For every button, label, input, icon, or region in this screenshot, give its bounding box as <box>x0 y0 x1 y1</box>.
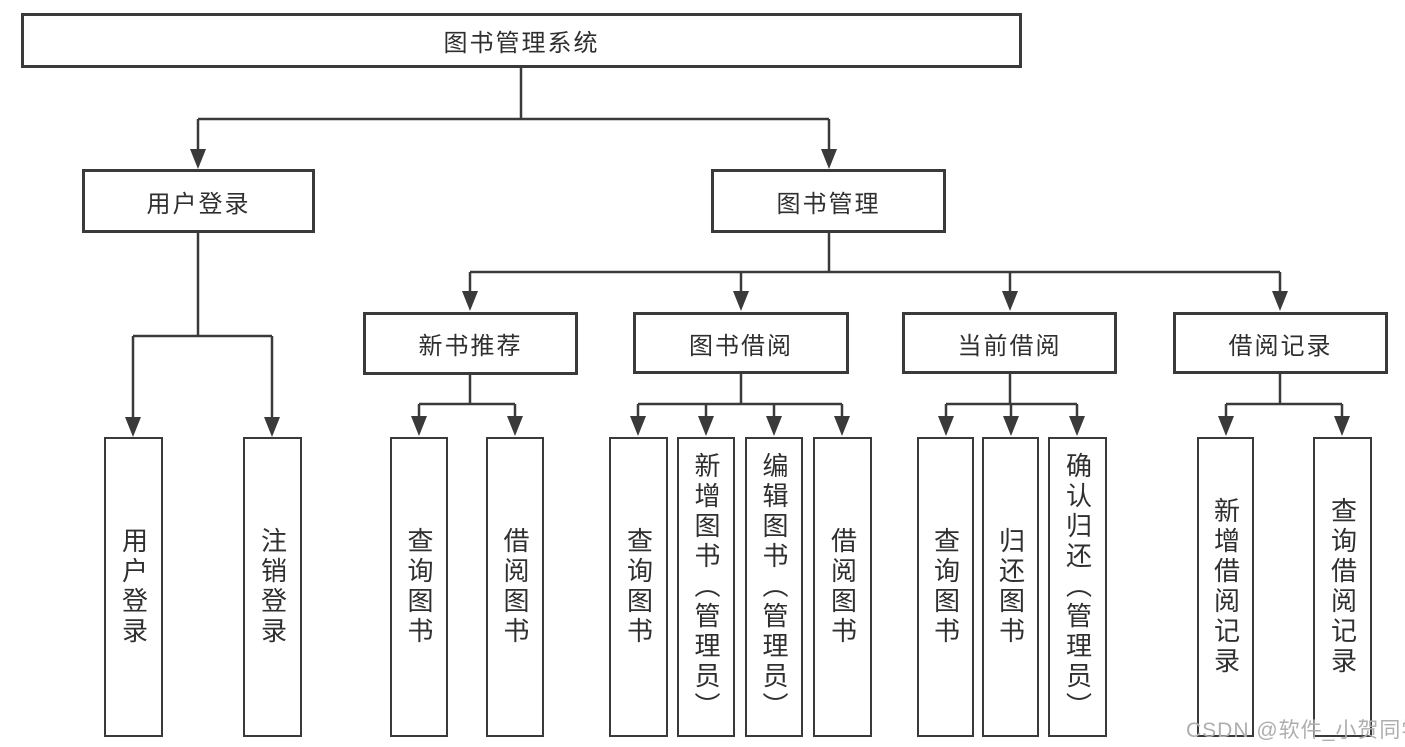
connector-newbook-fork <box>417 375 517 419</box>
arrowheads <box>125 149 1350 437</box>
arrow-down-icon <box>834 416 850 436</box>
arrow-down-icon <box>630 416 646 436</box>
node-library-system: 图书管理系统 <box>21 13 1022 68</box>
leaf-add-books-admin: 新增图书（管理员） <box>677 437 735 737</box>
leaf-logout: 注销登录 <box>243 437 302 737</box>
arrow-down-icon <box>698 416 714 436</box>
node-borrow-records-label: 借阅记录 <box>1228 332 1333 360</box>
leaf-borrow-books-recommend-label: 借阅图书 <box>500 527 530 647</box>
leaf-add-borrow-record: 新增借阅记录 <box>1197 437 1254 737</box>
connector-borrow-fork <box>636 374 844 419</box>
node-user-login-label: 用户登录 <box>146 190 251 218</box>
arrow-down-icon <box>1003 416 1019 436</box>
connector-userlogin-fork <box>131 233 274 420</box>
node-library-system-label: 图书管理系统 <box>443 30 600 57</box>
arrow-down-icon <box>938 416 954 436</box>
arrow-down-icon <box>411 416 427 436</box>
leaf-add-books-admin-label: 新增图书（管理员） <box>691 452 721 722</box>
leaf-return-books-label: 归还图书 <box>995 527 1026 647</box>
leaf-confirm-return-admin-label: 确认归还（管理员） <box>1062 452 1093 722</box>
arrow-down-icon <box>1002 291 1018 311</box>
leaf-query-borrow-record: 查询借阅记录 <box>1313 437 1372 737</box>
leaf-borrow-books-recommend: 借阅图书 <box>486 437 544 737</box>
connector-bookmgmt-fork <box>468 233 1282 294</box>
leaf-return-books: 归还图书 <box>982 437 1039 737</box>
leaf-query-borrow-record-label: 查询借阅记录 <box>1327 497 1358 677</box>
node-book-borrowing-label: 图书借阅 <box>689 332 793 360</box>
connector-current-fork <box>944 374 1079 419</box>
arrow-down-icon <box>190 149 206 169</box>
arrow-down-icon <box>766 416 782 436</box>
leaf-edit-books-admin: 编辑图书（管理员） <box>745 437 803 737</box>
leaf-query-books-borrowing-label: 查询图书 <box>623 527 654 647</box>
arrow-down-icon <box>733 291 749 311</box>
leaf-borrow-books: 借阅图书 <box>813 437 872 737</box>
arrow-down-icon <box>1069 416 1085 436</box>
node-new-book-recommend-label: 新书推荐 <box>418 333 523 360</box>
leaf-query-books-recommend-label: 查询图书 <box>404 527 434 647</box>
node-new-book-recommend: 新书推荐 <box>363 312 578 375</box>
leaf-add-borrow-record-label: 新增借阅记录 <box>1210 497 1241 677</box>
arrow-down-icon <box>821 149 837 169</box>
node-book-borrowing: 图书借阅 <box>633 312 849 374</box>
leaf-user-login-label: 用户登录 <box>118 527 149 647</box>
leaf-edit-books-admin-label: 编辑图书（管理员） <box>759 452 789 722</box>
leaf-query-books-current: 查询图书 <box>917 437 974 737</box>
arrow-down-icon <box>507 416 523 436</box>
arrow-down-icon <box>1272 291 1288 311</box>
arrow-down-icon <box>1218 416 1234 436</box>
arrow-down-icon <box>264 417 280 437</box>
arrow-down-icon <box>462 291 478 311</box>
arrow-down-icon <box>1334 416 1350 436</box>
arrow-down-icon <box>125 417 141 437</box>
leaf-query-books-borrowing: 查询图书 <box>609 437 668 737</box>
leaf-borrow-books-label: 借阅图书 <box>827 527 858 647</box>
csdn-watermark: CSDN @软件_小贺同学 <box>1186 719 1405 742</box>
node-current-borrowing-label: 当前借阅 <box>957 332 1062 360</box>
node-borrow-records: 借阅记录 <box>1173 312 1388 374</box>
leaf-logout-label: 注销登录 <box>257 527 288 647</box>
leaf-user-login: 用户登录 <box>104 437 163 737</box>
node-current-borrowing: 当前借阅 <box>902 312 1117 374</box>
node-book-management-label: 图书管理 <box>776 190 881 218</box>
leaf-query-books-recommend: 查询图书 <box>390 437 448 737</box>
node-user-login: 用户登录 <box>82 169 315 233</box>
node-book-management: 图书管理 <box>711 169 946 233</box>
connector-root-fork <box>196 68 831 152</box>
leaf-confirm-return-admin: 确认归还（管理员） <box>1048 437 1107 737</box>
connector-records-fork <box>1224 374 1344 419</box>
leaf-query-books-current-label: 查询图书 <box>930 527 961 647</box>
